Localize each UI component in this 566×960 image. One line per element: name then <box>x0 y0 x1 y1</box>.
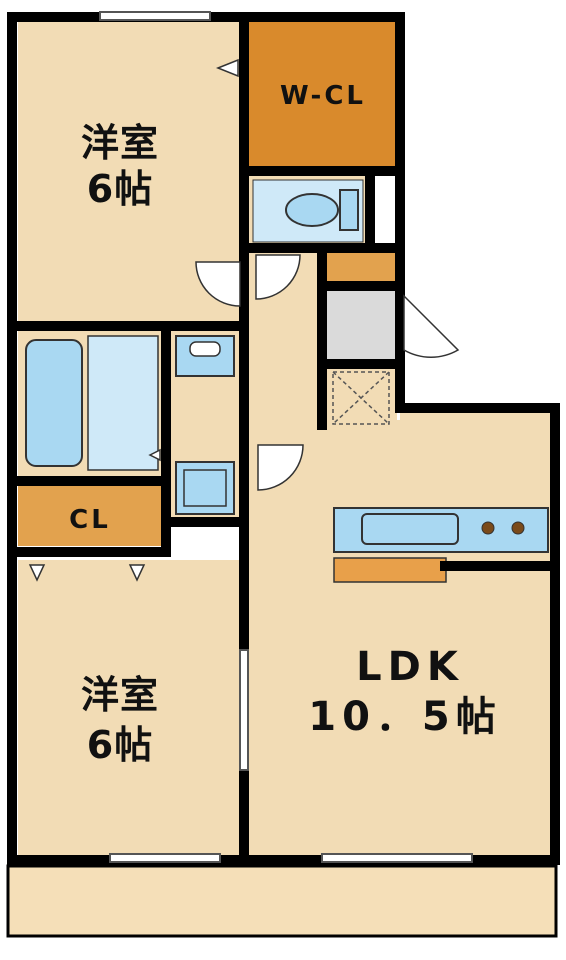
ldk-label-line1: LDK <box>356 644 464 690</box>
door-swing-icon <box>403 294 460 358</box>
closet-floor <box>18 486 162 546</box>
entrance-floor <box>327 290 395 360</box>
western-room-top-label-line2: 6帖 <box>87 167 153 211</box>
kitchen-sink-icon <box>361 513 459 545</box>
closet-label: CL <box>69 505 111 535</box>
door-swing-icon <box>215 58 239 78</box>
western-room-bottom-floor <box>18 560 240 856</box>
walk-in-closet-label: W-CL <box>280 81 366 111</box>
toilet-icon <box>285 193 339 227</box>
door-swing-icon <box>128 564 146 582</box>
ldk-label-line2: 10．5帖 <box>308 694 502 740</box>
door-swing-icon <box>28 564 46 582</box>
stove-burner-icon <box>511 521 525 535</box>
door-swing-icon <box>148 448 161 462</box>
stove-burner-icon <box>481 521 495 535</box>
bathtub-icon <box>25 339 83 467</box>
room-labels: 洋室 6帖 W-CL CL 洋室 6帖 LDK 10．5帖 <box>69 81 502 767</box>
walk-in-closet-floor <box>249 22 395 168</box>
doors <box>28 58 460 582</box>
window-icon <box>239 649 249 771</box>
entrance-storage-floor <box>327 252 395 282</box>
shower-area <box>87 335 159 471</box>
window-icon <box>109 853 221 863</box>
western-room-bottom-label-line2: 6帖 <box>87 723 153 767</box>
balcony-outline <box>6 864 558 938</box>
kitchen-lower-cabinet <box>333 557 447 583</box>
western-room-top-label-line1: 洋室 <box>81 121 159 165</box>
balcony-floor <box>8 866 556 936</box>
utility-hatch-diagonal <box>332 371 390 425</box>
utility-hatch <box>332 371 390 425</box>
fixtures <box>25 179 549 583</box>
washing-machine-door <box>183 469 227 507</box>
window-icon <box>99 11 211 21</box>
washbasin-bowl <box>189 341 221 357</box>
door-swing-icon <box>195 261 241 307</box>
door-swing-icon <box>255 254 301 300</box>
window-icon <box>321 853 473 863</box>
toilet-tank <box>339 189 359 231</box>
windows <box>99 11 473 863</box>
door-swing-icon <box>257 444 304 491</box>
western-room-bottom-label-line1: 洋室 <box>81 673 159 717</box>
